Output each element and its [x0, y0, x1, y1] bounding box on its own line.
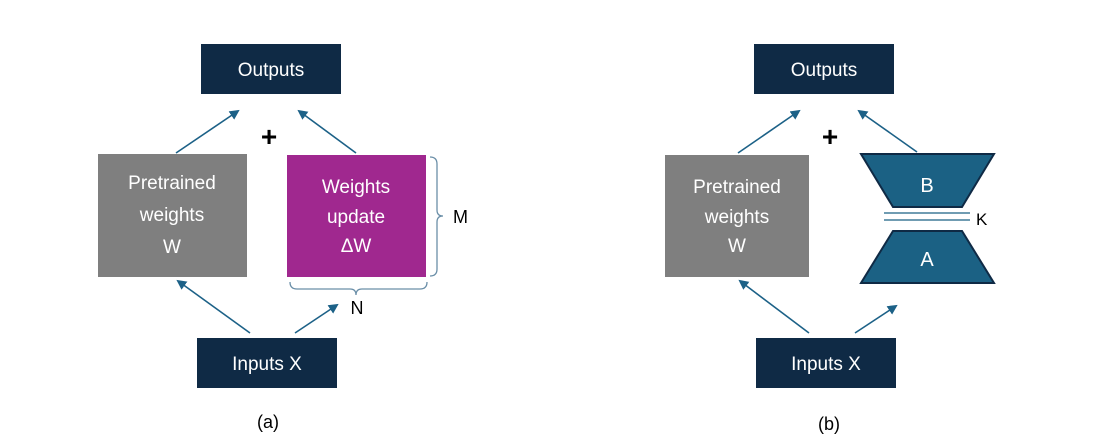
- caption-b: (b): [818, 414, 840, 434]
- outputs-box-a: Outputs: [201, 44, 341, 94]
- arrow-pretrained-to-outputs-a: [175, 109, 240, 154]
- dimension-n-label: N: [351, 298, 364, 318]
- update-line1-a: Weights: [322, 177, 390, 198]
- matrix-a-label: A: [920, 249, 934, 271]
- pretrained-line2-b: weights: [704, 207, 769, 228]
- update-line2-a: update: [327, 207, 385, 228]
- matrix-a-trapezoid: A: [859, 230, 996, 284]
- pretrained-line3-a: W: [163, 237, 181, 258]
- outputs-label-a: Outputs: [238, 60, 305, 81]
- arrow-update-to-outputs-a: [297, 109, 357, 154]
- pretrained-line1-a: Pretrained: [128, 173, 216, 194]
- caption-a: (a): [257, 412, 279, 432]
- arrow-pretrained-to-outputs-b: [737, 109, 801, 154]
- pretrained-line1-b: Pretrained: [693, 177, 781, 198]
- pretrained-line3-b: W: [728, 236, 746, 257]
- outputs-label-b: Outputs: [791, 60, 858, 81]
- arrow-inputs-to-update-a: [294, 303, 339, 334]
- dimension-m-label: M: [453, 207, 468, 227]
- inputs-label-b: Inputs X: [791, 354, 861, 375]
- pretrained-weights-box-a: Pretrained weights W: [98, 154, 247, 277]
- arrow-inputs-to-pretrained-b: [738, 279, 810, 334]
- plus-sign-b: +: [822, 121, 838, 152]
- rank-k-indicator: K: [884, 210, 988, 229]
- panel-a: Outputs + Pretrained weights W Weights u…: [98, 44, 468, 432]
- matrix-b-trapezoid: B: [859, 153, 996, 208]
- dimension-m-bracket: M: [429, 156, 468, 277]
- weights-update-box-a: Weights update ΔW: [287, 155, 426, 277]
- dimension-n-bracket: N: [289, 281, 428, 318]
- panel-b: Outputs + Pretrained weights W B K A: [665, 44, 996, 434]
- arrow-matrix-b-to-outputs-b: [857, 109, 918, 153]
- rank-k-label: K: [976, 210, 988, 229]
- inputs-box-b: Inputs X: [756, 338, 896, 388]
- pretrained-weights-box-b: Pretrained weights W: [665, 155, 809, 277]
- matrix-b-label: B: [920, 175, 933, 197]
- pretrained-line2-a: weights: [139, 205, 204, 226]
- inputs-box-a: Inputs X: [197, 338, 337, 388]
- arrow-inputs-to-pretrained-a: [176, 279, 251, 334]
- update-line3-a: ΔW: [341, 236, 372, 257]
- outputs-box-b: Outputs: [754, 44, 894, 94]
- plus-sign-a: +: [261, 121, 277, 152]
- inputs-label-a: Inputs X: [232, 354, 302, 375]
- arrow-inputs-to-matrix-a-b: [854, 304, 898, 334]
